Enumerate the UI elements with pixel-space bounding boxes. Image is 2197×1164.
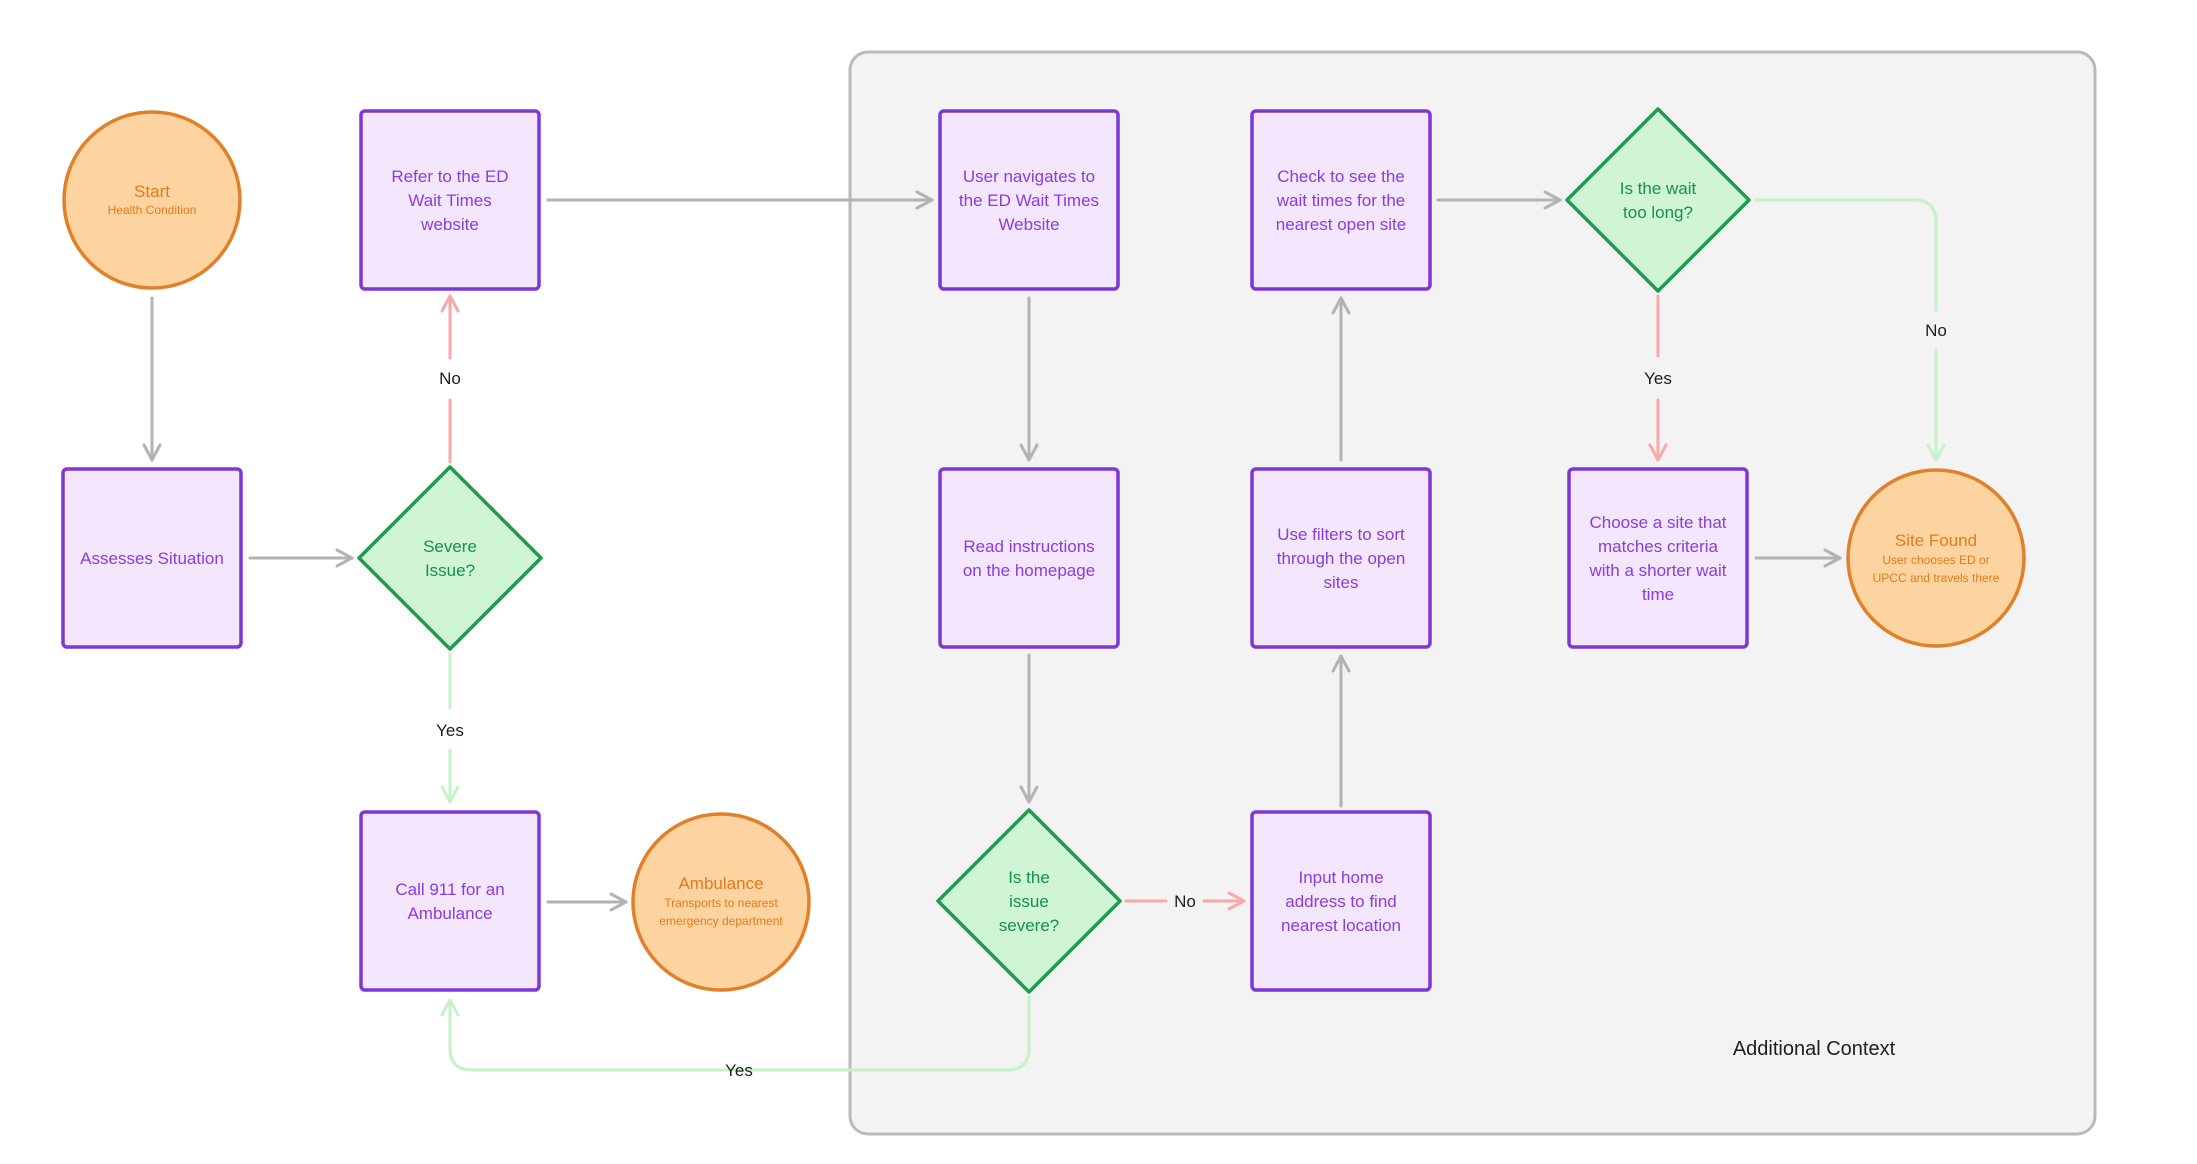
node-check: Check to see the wait times for the near… — [1250, 109, 1432, 291]
read-line-2: on the homepage — [963, 561, 1095, 580]
wait-long-line-2: too long? — [1623, 203, 1693, 222]
read-box — [938, 467, 1120, 649]
wait-long-line-1: Is the wait — [1620, 179, 1697, 198]
additional-context-group — [848, 50, 2097, 1136]
assess-box — [61, 467, 243, 649]
node-site-found: Site Found User chooses ED or UPCC and t… — [1846, 468, 2026, 648]
start-subtitle: Health Condition — [108, 203, 197, 217]
node-filters: Use filters to sort through the open sit… — [1250, 467, 1432, 649]
node-choose: Choose a site that matches criteria with… — [1567, 467, 1749, 649]
check-line-1: Check to see the — [1277, 167, 1405, 186]
read-line-1: Read instructions — [963, 537, 1094, 556]
ambulance-subtitle-2: emergency department — [659, 914, 783, 928]
edge-label-severe-yes: Yes — [436, 721, 464, 740]
assess-line-1: Assesses Situation — [80, 549, 224, 568]
site-found-subtitle-2: UPCC and travels there — [1873, 571, 2000, 585]
node-assess: Assesses Situation — [61, 467, 243, 649]
refer-line-2: Wait Times — [408, 191, 491, 210]
start-circle — [62, 110, 242, 290]
navigate-line-1: User navigates to — [963, 167, 1095, 186]
start-title: Start — [134, 182, 170, 201]
node-start: Start Health Condition — [62, 110, 242, 290]
severe-line-1: Severe — [423, 537, 477, 556]
node-wait-long: Is the wait too long? — [1565, 107, 1751, 293]
check-box — [1250, 109, 1432, 291]
node-issue-severe: Is the issue severe? — [936, 808, 1122, 994]
issue-severe-line-2: issue — [1009, 892, 1049, 911]
choose-line-4: time — [1642, 585, 1674, 604]
node-refer: Refer to the ED Wait Times website — [359, 109, 541, 291]
input-address-line-2: address to find — [1285, 892, 1397, 911]
edge-label-wait-yes: Yes — [1644, 369, 1672, 388]
node-call911: Call 911 for an Ambulance — [359, 810, 541, 992]
refer-line-1: Refer to the ED — [391, 167, 508, 186]
edge-label-issue-no: No — [1174, 892, 1196, 911]
filters-box — [1250, 467, 1432, 649]
filters-line-2: through the open — [1277, 549, 1406, 568]
edge-label-issue-yes: Yes — [725, 1061, 753, 1080]
call911-line-2: Ambulance — [407, 904, 492, 923]
call911-line-1: Call 911 for an — [395, 880, 504, 899]
wait-long-diamond — [1565, 107, 1751, 293]
node-input-address: Input home address to find nearest locat… — [1250, 810, 1432, 992]
edge-issue-to-call — [440, 995, 1031, 1072]
filters-line-1: Use filters to sort — [1277, 525, 1405, 544]
input-address-line-1: Input home — [1298, 868, 1383, 887]
severe-diamond — [357, 465, 543, 651]
node-navigate: User navigates to the ED Wait Times Webs… — [938, 109, 1120, 291]
site-found-subtitle-1: User chooses ED or — [1882, 553, 1989, 567]
ambulance-subtitle-1: Transports to nearest — [664, 896, 778, 910]
site-found-circle — [1846, 468, 2026, 648]
choose-line-1: Choose a site that — [1589, 513, 1726, 532]
input-address-box — [1250, 810, 1432, 992]
severe-line-2: Issue? — [425, 561, 475, 580]
choose-line-3: with a shorter wait — [1589, 561, 1727, 580]
input-address-line-3: nearest location — [1281, 916, 1401, 935]
ambulance-circle — [631, 812, 811, 992]
site-found-title: Site Found — [1895, 531, 1977, 550]
call911-box — [359, 810, 541, 992]
node-read: Read instructions on the homepage — [938, 467, 1120, 649]
node-severe: Severe Issue? — [357, 465, 543, 651]
ambulance-title: Ambulance — [678, 874, 763, 893]
choose-line-2: matches criteria — [1598, 537, 1719, 556]
edge-label-severe-no: No — [439, 369, 461, 388]
refer-line-3: website — [420, 215, 479, 234]
check-line-2: wait times for the — [1276, 191, 1406, 210]
check-line-3: nearest open site — [1276, 215, 1406, 234]
navigate-line-3: Website — [998, 215, 1059, 234]
edges — [142, 190, 1946, 1072]
issue-severe-line-3: severe? — [999, 916, 1059, 935]
node-ambulance: Ambulance Transports to nearest emergenc… — [631, 812, 811, 992]
additional-context-label: Additional Context — [1733, 1038, 1896, 1060]
edge-label-wait-no: No — [1925, 321, 1947, 340]
navigate-box — [938, 109, 1120, 291]
navigate-line-2: the ED Wait Times — [959, 191, 1099, 210]
issue-severe-line-1: Is the — [1008, 868, 1050, 887]
refer-box — [359, 109, 541, 291]
edge-wait-to-site-upper — [1754, 198, 1938, 312]
choose-box — [1567, 467, 1749, 649]
filters-line-3: sites — [1324, 573, 1359, 592]
issue-severe-diamond — [936, 808, 1122, 994]
